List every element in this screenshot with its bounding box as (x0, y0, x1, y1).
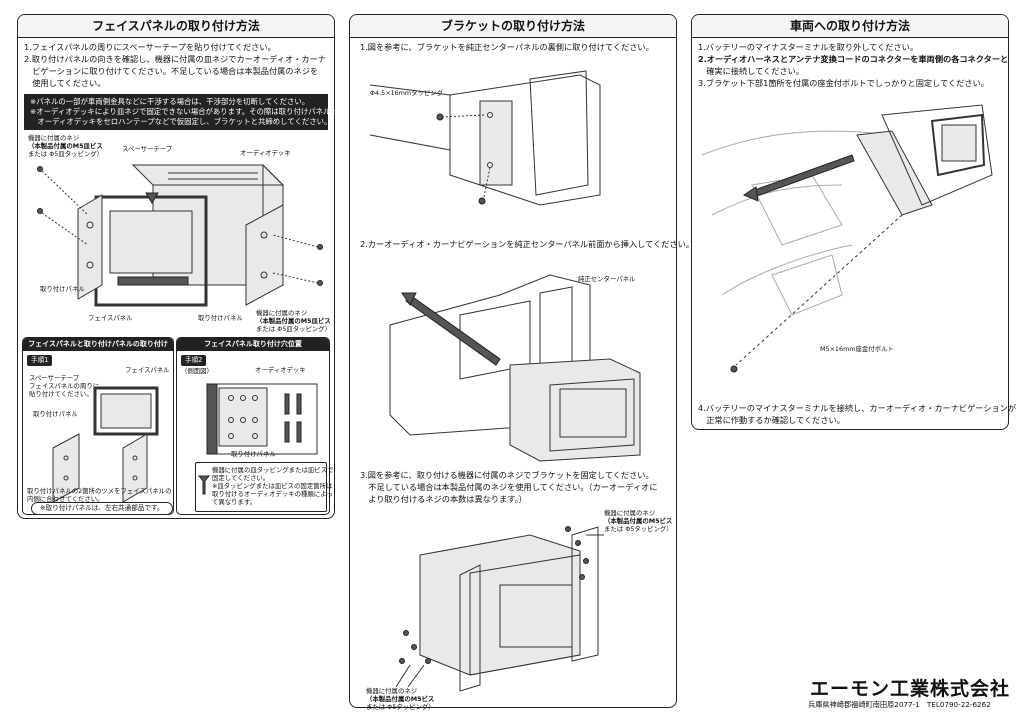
step-line: 1.フェイスパネルの周りにスペーサーテープを貼り付けてください。 (24, 42, 276, 52)
bracket-section: ブラケットの取り付け方法 1.図を参考に、ブラケットを純正センターパネルの裏側に… (349, 14, 694, 711)
note-line: ※皿タッピングまたは皿ビスの固定箇所は (212, 482, 333, 490)
screw-label: または Φ5皿タッピング） (28, 150, 104, 158)
bolt-label: M5×16mm座金付ボルト (820, 345, 894, 353)
note-line: 固定してください。 (212, 474, 270, 482)
screw-label: または Φ5タッピング） (366, 703, 435, 711)
screw-label: または Φ5タッピング） (604, 525, 673, 533)
side-view-label: （側面図） (181, 367, 213, 375)
step1-subpanel: フェイスパネルと取り付けパネルの取り付け 手順1 フェイスパネル スペーサーテー… (22, 337, 174, 515)
vehicle-dashboard-illustration (701, 104, 993, 373)
audio-deck-label: オーディオデッキ (255, 366, 306, 374)
section-title: ブラケットの取り付け方法 (350, 15, 676, 38)
screw-label: （本製品付属のM5皿ビス (256, 317, 331, 325)
mount-panel-label: 取り付けパネル (33, 410, 78, 418)
section-title: 車両への取り付け方法 (692, 15, 1008, 38)
caution-box: ※パネルの一部が車両側金具などに干渉する場合は、干渉部分を切断してください。 ※… (24, 94, 338, 130)
step-badge: 手順1 (27, 355, 53, 366)
audio-deck-label: オーディオデッキ (240, 149, 291, 157)
step-line: 3.図を参考に、取り付ける機器に付属のネジでブラケットを固定してください。 (360, 470, 654, 480)
step-line: 1.図を参考に、ブラケットを純正センターパネルの裏側に取り付けてください。 (360, 42, 654, 52)
screw-label: （本製品付属のM5ビス (366, 695, 435, 703)
face-panel-section: フェイスパネルの取り付け方法 1.フェイスパネルの周りにスペーサーテープを貼り付… (17, 14, 338, 519)
company-address: 兵庫県神崎郡福崎町南田原2077-1 TEL0790-22-6262 (808, 700, 991, 709)
step-line: ビゲーションに取り付けてください。不足している場合は本製品付属のネジを (24, 66, 319, 76)
face-panel-label: フェイスパネル (125, 366, 170, 374)
mount-panel-label: 取り付けパネル (40, 285, 85, 293)
common-part-note: ※取り付けパネルは、左右共通部品です。 (31, 502, 173, 515)
screw-label: 機器に付属のネジ (28, 134, 80, 142)
caution-line: ※オーディオデッキにより皿ネジで固定できない場合があります。その際は取り付けパネ… (30, 107, 338, 116)
center-panel-label: 純正センターパネル (578, 275, 636, 283)
screw-label: 機器に付属のネジ (604, 509, 656, 517)
step-line: 1.バッテリーのマイナスターミナルを取り外してください。 (698, 42, 919, 52)
note-line: 取り付けるオーディオデッキの種類によっ (212, 490, 333, 498)
section-title: フェイスパネルの取り付け方法 (18, 15, 334, 38)
note-line: て異なります。 (212, 498, 257, 506)
step-line: 正常に作動するか確認してください。 (698, 415, 845, 425)
screw-label: （本製品付属のM5皿ビス (28, 142, 103, 150)
caution-line: ※パネルの一部が車両側金具などに干渉する場合は、干渉部分を切断してください。 (30, 97, 310, 106)
company-logo: エーモン工業株式会社 (810, 678, 1011, 700)
spacer-label: スペーサーテープ (29, 374, 80, 382)
tapping-screw-label: Φ4.5×16mmタッピング (370, 89, 444, 97)
vehicle-install-section: 車両への取り付け方法 1.バッテリーのマイナスターミナルを取り外してください。 … (691, 14, 1016, 430)
screw-label: （本製品付属のM5ビス (604, 517, 673, 525)
step-line: 4.バッテリーのマイナスターミナルを接続し、カーオーディオ・カーナビゲーションが (698, 403, 1017, 413)
screw-label: または Φ5皿タッピング） (256, 325, 332, 333)
mount-panel-label: 取り付けパネル (231, 450, 276, 458)
step1-illustration (52, 386, 159, 503)
step-line: 3.ブラケット下部1箇所を付属の座金付ボルトでしっかりと固定してください。 (698, 78, 989, 88)
spacer-label: フェイスパネルの周りに (29, 382, 100, 390)
step-line: 2.カーオーディオ・カーナビゲーションを純正センターパネル前面から挿入してくださ… (360, 239, 695, 249)
face-panel-label: フェイスパネル (88, 314, 133, 322)
step-line: 使用してください。 (24, 78, 106, 88)
caution-line: オーディオデッキをセロハンテープなどで仮固定し、ブラケットと共締めしてください。 (30, 117, 332, 126)
instruction-line: 内側に合わせてください。 (27, 495, 104, 503)
subpanel-title: フェイスパネルと取り付けパネルの取り付け (23, 338, 173, 351)
screw-label: 機器に付属のネジ (256, 309, 308, 317)
note-line: 機器に付属の皿タッピングまたは皿ビスで (212, 466, 334, 474)
fixing-note-box: 機器に付属の皿タッピングまたは皿ビスで 固定してください。 ※皿タッピングまたは… (195, 462, 333, 512)
right-mount-panel-drawing (245, 204, 284, 306)
face-panel-drawing (94, 195, 208, 307)
spacer-tape-label: スペーサーテープ (122, 145, 173, 153)
screw-label: 機器に付属のネジ (366, 687, 418, 695)
instruction-line: 取り付けパネルの2箇所のツメをフェイスパネルの (27, 487, 172, 495)
step2-illustration (206, 383, 318, 455)
step-line: より取り付けるネジの本数は異なります。） (360, 494, 527, 504)
step-badge: 手順2 (181, 355, 207, 366)
bracket-illustration (369, 70, 601, 206)
insertion-illustration (389, 274, 641, 462)
screw-icon (197, 475, 211, 495)
step-line: 不足している場合は本製品付属のネジを使用してください。（カーオーディオに (360, 482, 658, 492)
step2-subpanel: フェイスパネル取り付け穴位置 手順2 （側面図） オーディオデッキ 取り付けパネ… (176, 337, 333, 515)
mount-panel-label: 取り付けパネル (198, 314, 243, 322)
face-panel-assembly-illustration (37, 163, 323, 307)
step-line: 2.オーディオハーネスとアンテナ変換コードのコネクターを車両側の各コネクターと (698, 54, 1009, 64)
left-mount-panel-drawing (77, 194, 103, 300)
step-line: 2.取り付けパネルの向きを確認し、機器に付属の皿ネジでカーオーディオ・カーナ (24, 54, 326, 64)
spacer-label: 貼り付けてください。 (29, 390, 93, 398)
subpanel-title: フェイスパネル取り付け穴位置 (177, 338, 329, 351)
bracket-fixing-illustration (395, 526, 604, 692)
step-line: 確実に接続してください。 (698, 66, 804, 76)
